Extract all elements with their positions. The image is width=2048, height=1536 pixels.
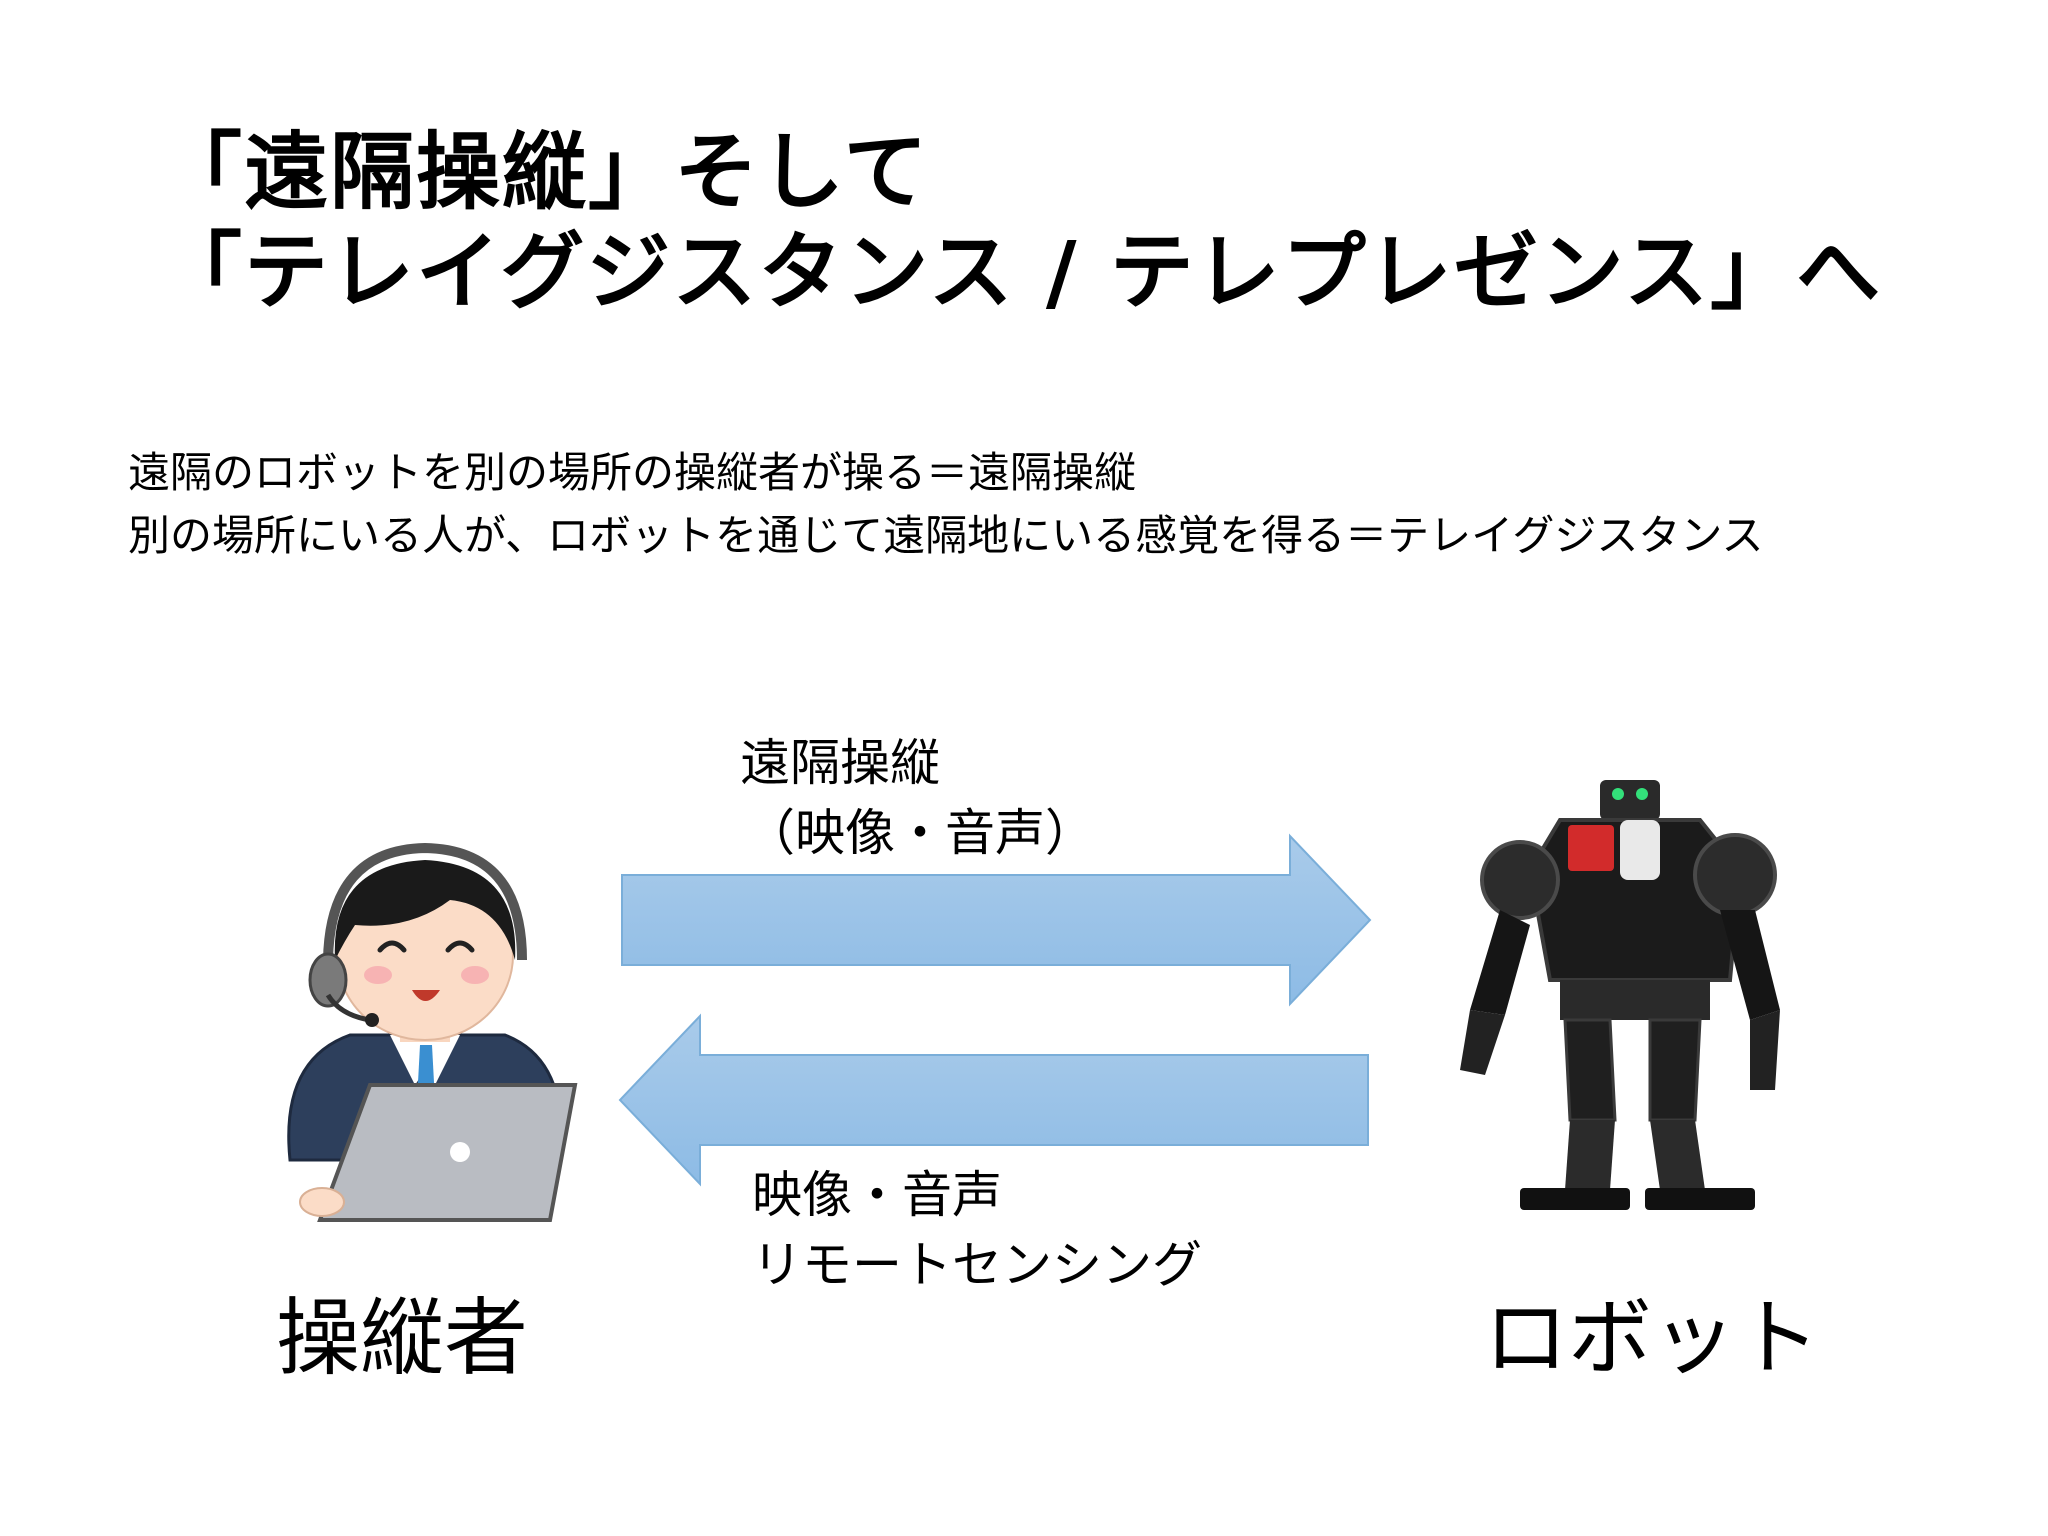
slide-title-line-2: 「テレイグジスタンス / テレプレゼンス」へ [158, 223, 1883, 321]
forward-arrow-icon [621, 833, 1372, 1007]
description-line-2: 別の場所にいる人が、ロボットを通じて遠隔地にいる感覚を得る＝テレイグジスタンス [128, 511, 1764, 560]
robot-photo [1460, 780, 1780, 1210]
operator-label: 操縦者 [276, 1289, 529, 1387]
description-line-1: 遠隔のロボットを別の場所の操縦者が操る＝遠隔操縦 [128, 448, 1137, 497]
robot-label: ロボット [1484, 1289, 1821, 1387]
slide-title-line-1: 「遠隔操縦」そして [158, 123, 930, 221]
backward-label-line-1: 映像・音声 [752, 1166, 1002, 1224]
operator-illustration [287, 842, 578, 1222]
forward-label-line-1: 遠隔操縦 [740, 734, 940, 792]
backward-label-line-2: リモートセンシング [752, 1236, 1202, 1294]
forward-label-line-2: （映像・音声） [745, 804, 1095, 862]
backward-arrow-icon [618, 1013, 1369, 1187]
